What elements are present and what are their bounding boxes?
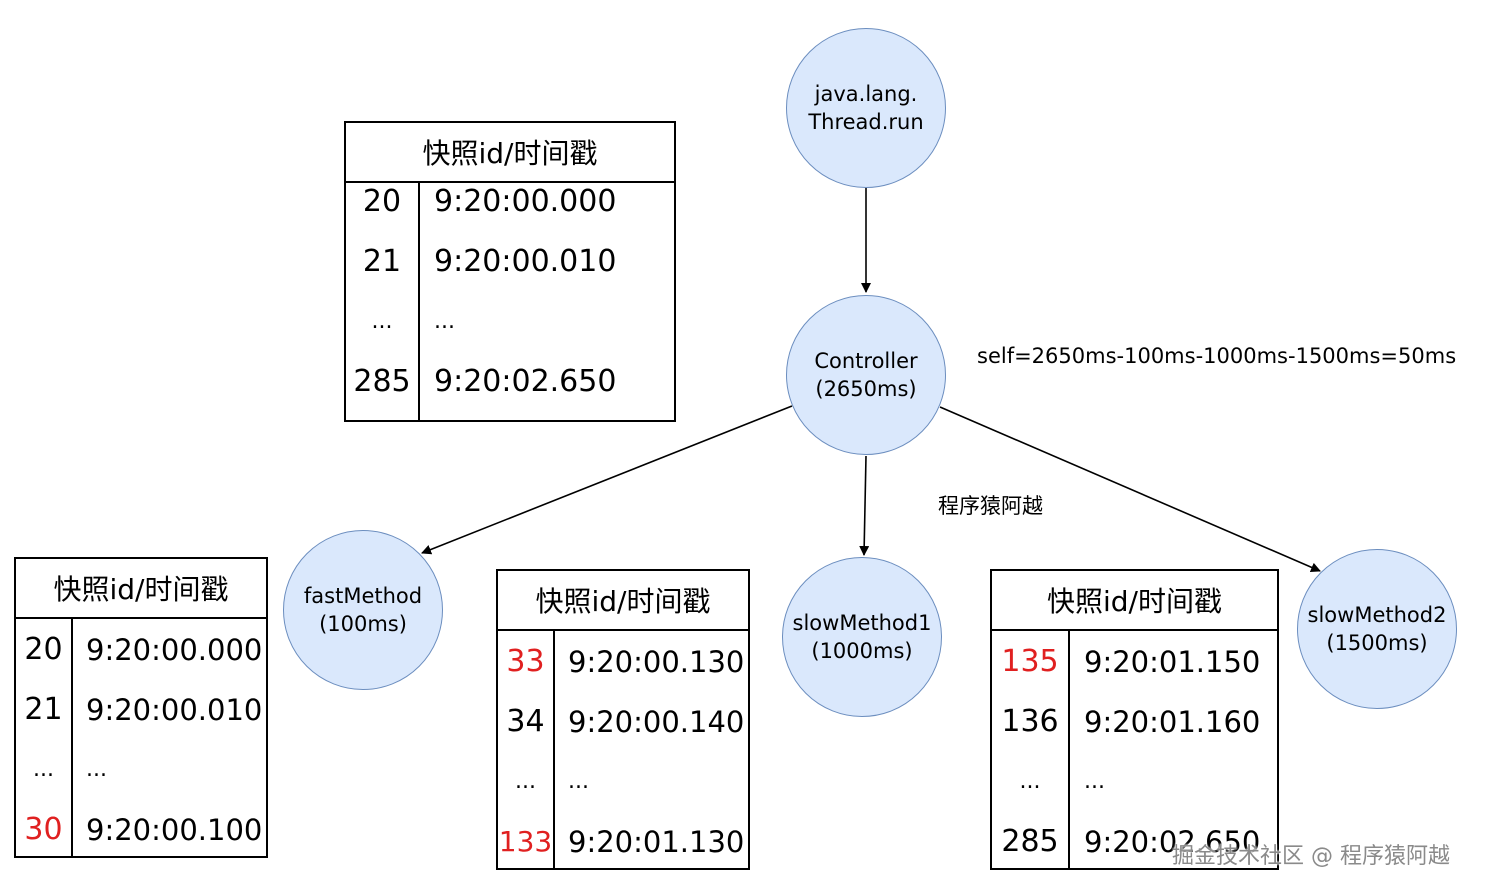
snapshot-id: ... bbox=[1019, 769, 1041, 794]
self-time-formula: self=2650ms-100ms-1000ms-1500ms=50ms bbox=[977, 344, 1457, 368]
snapshot-time: ... bbox=[434, 309, 455, 334]
node-controller-line1: Controller bbox=[814, 349, 918, 373]
snapshot-id: 30 bbox=[24, 812, 63, 847]
edge-controller-to-fastmethod bbox=[421, 405, 793, 555]
node-thread-run: java.lang. Thread.run bbox=[786, 28, 946, 188]
snapshot-id: 21 bbox=[24, 692, 63, 727]
column-divider bbox=[418, 183, 420, 420]
node-slow-method1: slowMethod1 (1000ms) bbox=[782, 557, 942, 717]
snapshot-time: ... bbox=[86, 757, 107, 782]
snapshot-time: 9:20:01.150 bbox=[1084, 645, 1261, 679]
snapshot-time: 9:20:00.010 bbox=[434, 244, 617, 279]
node-fast-method-line1: fastMethod bbox=[303, 584, 423, 608]
snapshot-id: 20 bbox=[362, 184, 402, 219]
snapshot-time: 9:20:00.130 bbox=[568, 645, 745, 679]
author-label: 程序猿阿越 bbox=[938, 494, 1043, 518]
column-divider bbox=[71, 619, 73, 856]
snapshot-table-header: 快照id/时间戳 bbox=[16, 559, 266, 619]
snapshot-id: ... bbox=[33, 757, 54, 782]
snapshot-time: ... bbox=[568, 769, 589, 794]
node-controller: Controller (2650ms) bbox=[786, 295, 946, 455]
snapshot-time: 9:20:00.140 bbox=[568, 705, 745, 739]
snapshot-id: 20 bbox=[24, 632, 63, 667]
snapshot-time: 9:20:00.100 bbox=[86, 813, 263, 847]
snapshot-table-header: 快照id/时间戳 bbox=[346, 123, 674, 183]
snapshot-time: 9:20:02.650 bbox=[1084, 825, 1261, 859]
edge-controller-to-slowmethod1 bbox=[859, 455, 870, 556]
snapshot-time: 9:20:01.160 bbox=[1084, 705, 1261, 739]
snapshot-id: ... bbox=[371, 309, 393, 334]
node-controller-line2: (2650ms) bbox=[815, 377, 917, 401]
column-divider bbox=[1068, 631, 1070, 868]
snapshot-time: 9:20:00.000 bbox=[434, 184, 617, 219]
snapshot-id: 135 bbox=[1001, 644, 1059, 679]
snapshot-id: 285 bbox=[353, 364, 411, 399]
snapshot-table-slow-method1: 快照id/时间戳 33 9:20:00.130 34 9:20:00.140 .… bbox=[496, 569, 750, 870]
snapshot-id: 133 bbox=[498, 825, 553, 858]
node-fast-method: fastMethod (100ms) bbox=[283, 530, 443, 690]
snapshot-id: 21 bbox=[362, 244, 402, 279]
snapshot-time: 9:20:02.650 bbox=[434, 364, 617, 399]
snapshot-id: 285 bbox=[1001, 824, 1059, 859]
node-thread-run-line1: java.lang. bbox=[814, 82, 918, 106]
snapshot-time: 9:20:00.000 bbox=[86, 633, 263, 667]
node-thread-run-line2: Thread.run bbox=[808, 110, 924, 134]
snapshot-table-header: 快照id/时间戳 bbox=[992, 571, 1277, 631]
column-divider bbox=[553, 631, 555, 868]
snapshot-table-header: 快照id/时间戳 bbox=[498, 571, 748, 631]
node-slow-method2-line2: (1500ms) bbox=[1326, 631, 1428, 655]
node-slow-method1-line1: slowMethod1 bbox=[792, 611, 932, 635]
snapshot-time: 9:20:01.130 bbox=[568, 825, 745, 859]
snapshot-time: ... bbox=[1084, 769, 1105, 794]
snapshot-id: 136 bbox=[1001, 704, 1059, 739]
snapshot-table-slow-method2: 快照id/时间戳 135 9:20:01.150 136 9:20:01.160… bbox=[990, 569, 1279, 870]
snapshot-table-controller: 快照id/时间戳 20 9:20:00.000 21 9:20:00.010 .… bbox=[344, 121, 676, 422]
node-fast-method-line2: (100ms) bbox=[319, 612, 407, 636]
node-slow-method2-line1: slowMethod2 bbox=[1307, 603, 1447, 627]
edge-controller-to-slowmethod2 bbox=[939, 406, 1321, 573]
node-slow-method1-line2: (1000ms) bbox=[811, 639, 913, 663]
watermark: 掘金技术社区 @ 程序猿阿越 bbox=[1172, 844, 1450, 869]
snapshot-id: 33 bbox=[506, 644, 545, 679]
snapshot-id: ... bbox=[515, 769, 536, 794]
snapshot-table-fast-method: 快照id/时间戳 20 9:20:00.000 21 9:20:00.010 .… bbox=[14, 557, 268, 858]
snapshot-time: 9:20:00.010 bbox=[86, 693, 263, 727]
snapshot-id: 34 bbox=[506, 704, 545, 739]
node-slow-method2: slowMethod2 (1500ms) bbox=[1297, 549, 1457, 709]
